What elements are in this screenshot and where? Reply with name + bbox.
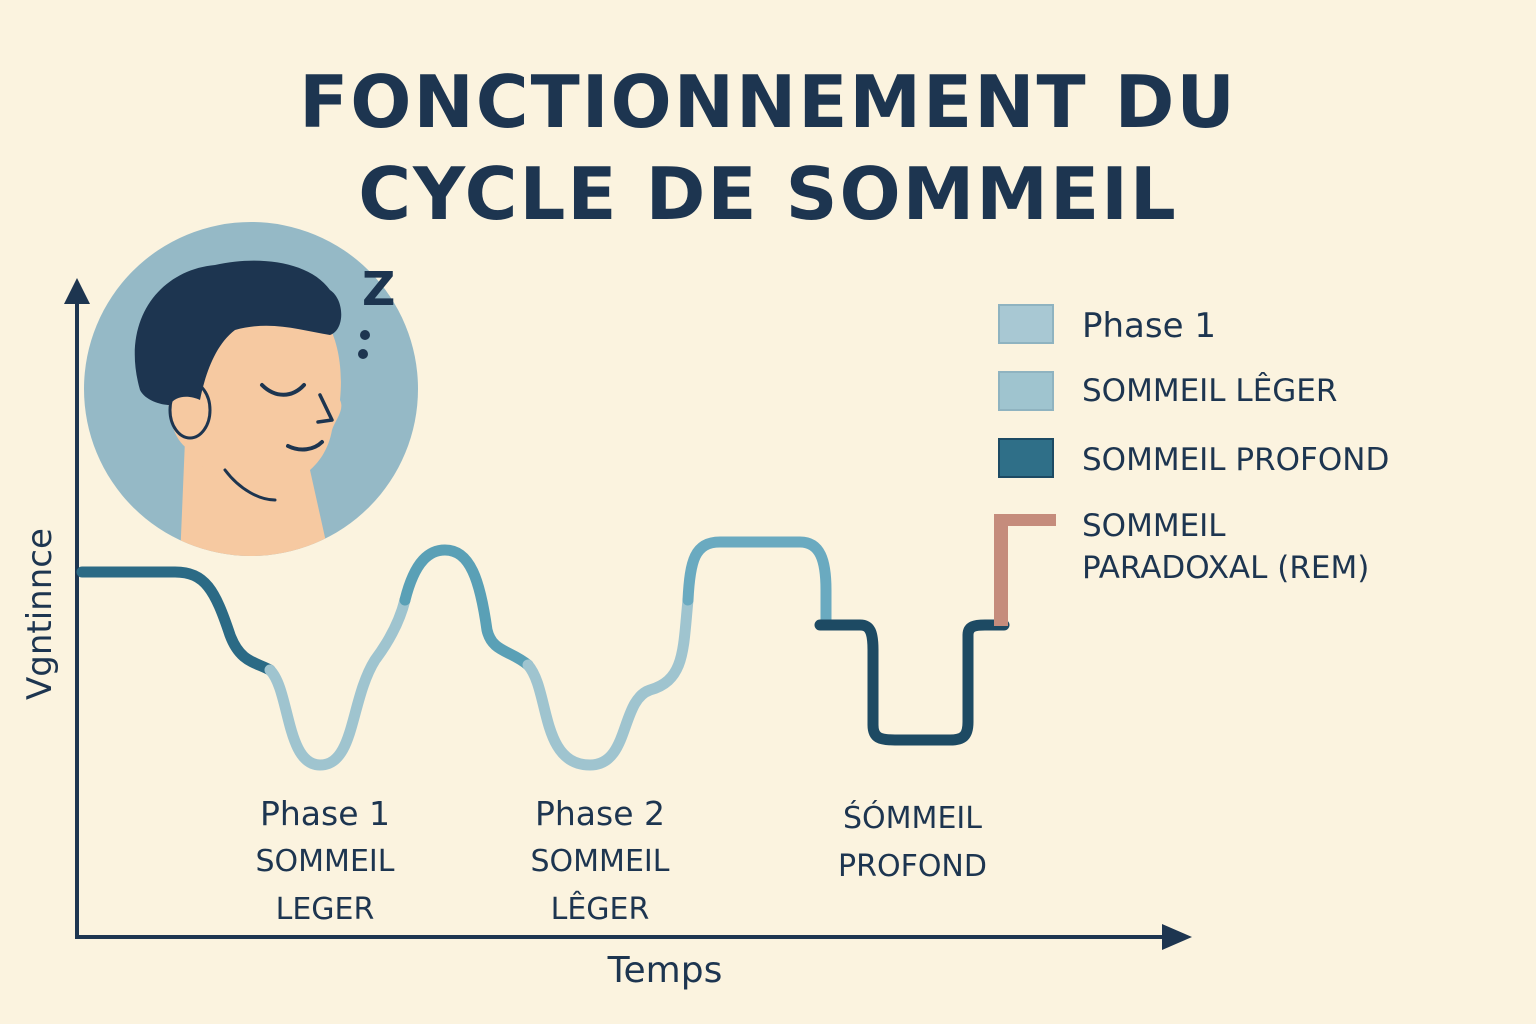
sleep-dot-icon	[360, 330, 370, 340]
hair	[134, 260, 342, 405]
y-axis-arrow-icon	[64, 278, 90, 304]
curve-segment-phase1	[264, 594, 411, 771]
rem-horizontal-bar	[994, 514, 1056, 526]
phase-label-line: LEGER	[275, 892, 375, 927]
phase-label-line: ŚÓMMEIL	[843, 801, 982, 836]
page-title: FONCTIONNEMENT DU CYCLE DE SOMMEIL	[0, 56, 1536, 240]
curve-segment-phase2	[522, 594, 694, 771]
legend-swatch	[998, 438, 1054, 478]
legend-label: SOMMEIL LÊGER	[1082, 373, 1338, 409]
sleep-dot-icon-small	[358, 349, 368, 359]
nose	[316, 393, 334, 424]
legend-label: Phase 1	[1082, 306, 1216, 346]
phase-label-deep: ŚÓMMEIL PROFOND	[800, 795, 1025, 891]
legend-swatch	[998, 371, 1054, 411]
axes	[64, 278, 1192, 950]
x-axis-arrow-icon	[1162, 924, 1192, 950]
sleeping-person-icon: Z	[84, 222, 418, 556]
legend-label-line-2: PARADOXAL (REM)	[1082, 550, 1370, 586]
smile	[286, 440, 324, 452]
title-line-1: FONCTIONNEMENT DU	[299, 60, 1237, 144]
rem-marker	[994, 514, 1056, 626]
curve-segment-deep	[814, 619, 1010, 746]
sleep-z-icon: Z	[362, 262, 395, 316]
x-axis-label: Temps	[607, 950, 723, 991]
phase-label-title: Phase 2	[534, 794, 666, 833]
legend-label: SOMMEIL PROFOND	[1082, 442, 1390, 478]
legend-label-line-1: SOMMEIL	[1082, 508, 1226, 544]
y-axis-label: Vgntinnce	[20, 528, 60, 700]
phase-label-line: SOMMEIL	[530, 844, 670, 879]
curve-segment-awake	[76, 566, 276, 676]
phase-label-title: Phase 1	[259, 794, 391, 833]
title-line-2: CYCLE DE SOMMEIL	[358, 152, 1178, 236]
curve-segment-plateau	[682, 536, 832, 631]
curve-segment-rise	[399, 544, 534, 671]
phase-label-line: PROFOND	[838, 849, 987, 884]
phase-label-line: SOMMEIL	[255, 844, 395, 879]
phase-label-line: LÊGER	[550, 892, 650, 927]
phase-label-2: Phase 2 SOMMEIL LÊGER	[500, 790, 700, 934]
sleep-curve	[76, 536, 1010, 771]
jaw-line	[223, 468, 277, 502]
closed-eye	[260, 383, 306, 397]
rem-vertical-bar	[994, 516, 1008, 626]
phase-label-1: Phase 1 SOMMEIL LEGER	[225, 790, 425, 934]
legend-swatch	[998, 304, 1054, 344]
